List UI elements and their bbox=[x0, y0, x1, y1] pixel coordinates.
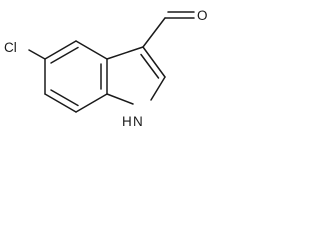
oxygen-label: O bbox=[197, 8, 208, 23]
nitrogen-hydrogen-label: H bbox=[122, 114, 132, 129]
bond-c4-c5-inner bbox=[50, 46, 79, 64]
bond-c4-c5 bbox=[44, 40, 77, 60]
bond-c3-c2 bbox=[142, 46, 166, 78]
chlorine-label: Cl bbox=[4, 40, 17, 55]
bond-c3a-c4 bbox=[75, 40, 108, 60]
bond-c2-n1 bbox=[150, 76, 166, 101]
bond-n1-c7a bbox=[106, 93, 134, 105]
bond-c6-c7-inner bbox=[50, 89, 79, 107]
bond-c6-c7 bbox=[44, 93, 77, 113]
bond-c5-cl bbox=[28, 49, 46, 60]
bond-c7-c7a bbox=[75, 93, 108, 113]
bond-c3a-c3 bbox=[106, 46, 144, 60]
bonds bbox=[28, 11, 195, 113]
bond-c3-c2-inner bbox=[140, 53, 160, 79]
atom-labels: Cl O H N bbox=[4, 8, 208, 129]
structure-diagram: Cl O H N bbox=[4, 8, 208, 129]
nitrogen-label: N bbox=[133, 114, 143, 129]
bond-c3-cho bbox=[142, 17, 166, 48]
